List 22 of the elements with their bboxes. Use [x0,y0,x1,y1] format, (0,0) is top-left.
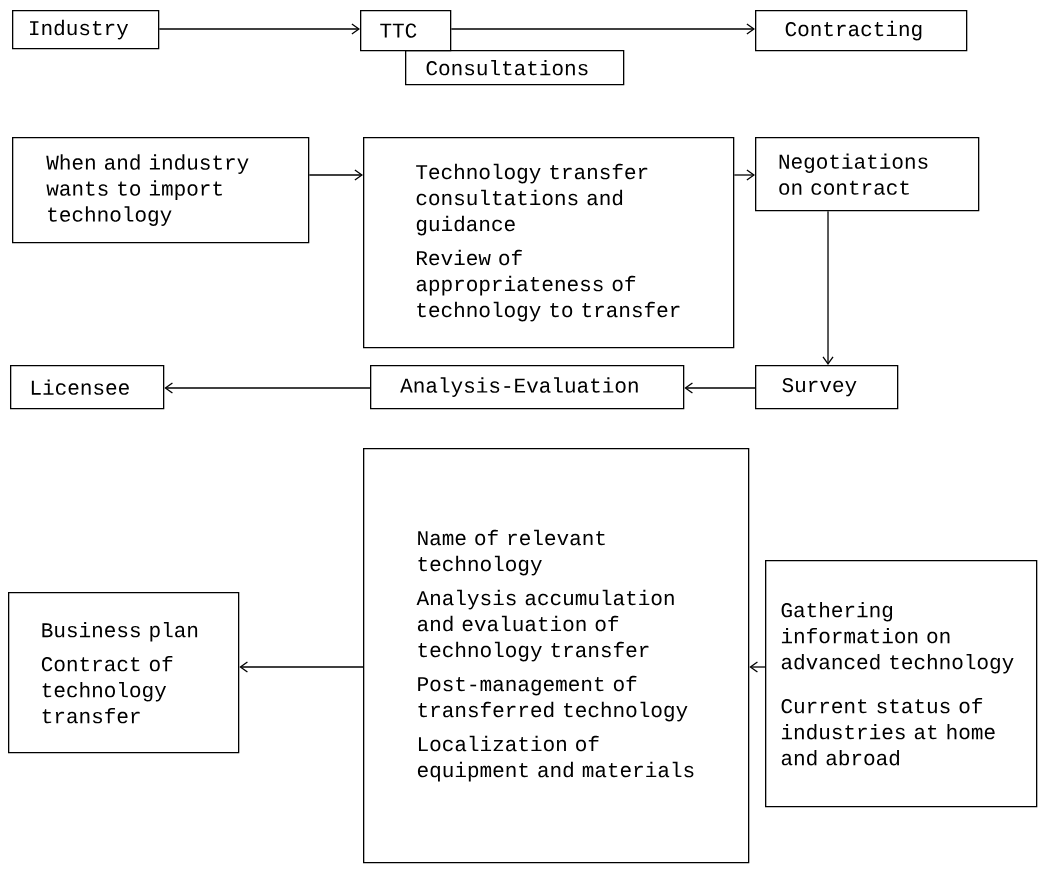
process-box: Industry [12,10,160,50]
process-box: TTC [360,10,452,52]
arrow [164,382,371,394]
process-box: Licensee [10,365,165,410]
arrow [822,210,834,365]
arrow [450,23,755,35]
arrow [158,23,360,35]
process-box: Name of relevant technology Analysis accumulation and evaluation of technology transfer Post-management of transferred technology Localization of equipment and materials [363,448,750,864]
process-box: Survey [755,365,899,410]
process-box: Technology transfer consultations and guidance Review of appropriateness of technology to transfer [363,137,735,349]
process-box: When and industry wants to import technology [12,137,310,244]
arrow [684,382,756,394]
process-box: Business plan Contract of technology transfer [8,592,240,754]
arrow [239,661,364,673]
arrow [749,661,766,673]
process-box: Analysis-Evaluation [370,365,685,410]
process-box: Gathering information on advanced technology Current status of industries at home and abroad [765,560,1038,808]
process-box: Contracting [755,10,968,52]
process-box: Negotiations on contract [755,137,980,212]
arrow [308,169,363,181]
process-box: Consultations [405,50,625,86]
arrow [733,169,755,181]
